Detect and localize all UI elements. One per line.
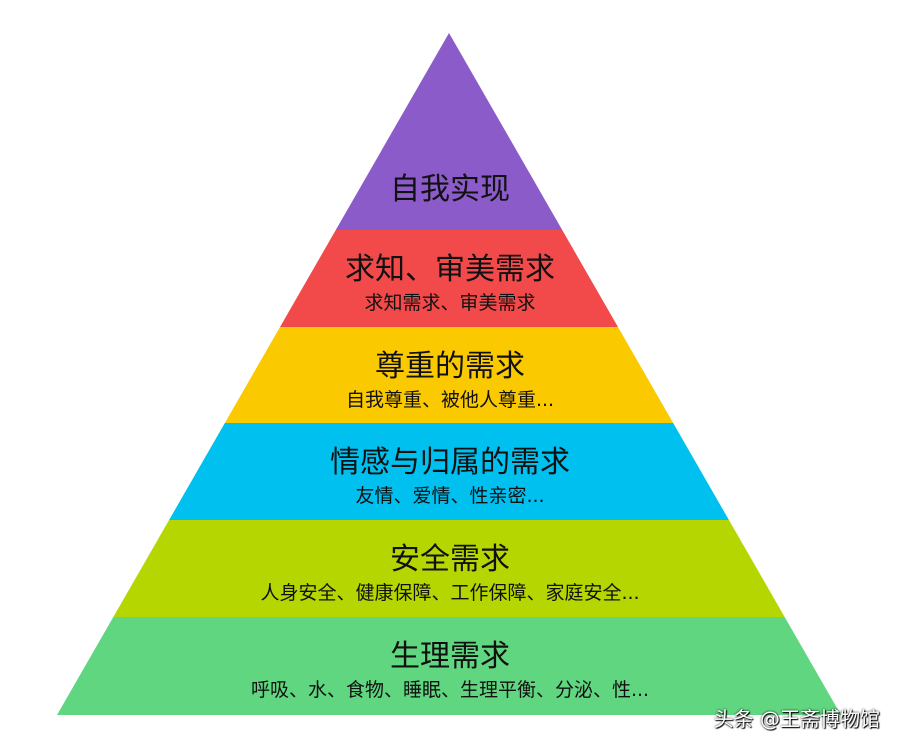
level-title: 情感与归属的需求 bbox=[330, 445, 570, 480]
pyramid-level-5 bbox=[113, 520, 785, 617]
pyramid-level-4 bbox=[169, 423, 729, 520]
level-subtitle: 呼吸、水、食物、睡眠、生理平衡、分泌、性... bbox=[250, 679, 650, 701]
level-subtitle: 人身安全、健康保障、工作保障、家庭安全... bbox=[260, 582, 640, 604]
level-subtitle: 自我尊重、被他人尊重... bbox=[345, 389, 555, 411]
pyramid-level-3 bbox=[224, 327, 674, 423]
level-title: 安全需求 bbox=[390, 542, 510, 577]
level-title: 求知、审美需求 bbox=[345, 252, 555, 287]
level-title: 自我实现 bbox=[390, 172, 510, 207]
pyramid-level-2 bbox=[280, 230, 618, 327]
pyramid-level-6 bbox=[57, 617, 841, 715]
level-title: 生理需求 bbox=[390, 639, 510, 674]
level-subtitle: 求知需求、审美需求 bbox=[364, 292, 536, 314]
pyramid-level-1 bbox=[335, 33, 563, 230]
watermark: 头条 @王斋博物馆 bbox=[713, 707, 880, 731]
level-subtitle: 友情、爱情、性亲密... bbox=[355, 485, 545, 507]
level-title: 尊重的需求 bbox=[375, 349, 525, 384]
